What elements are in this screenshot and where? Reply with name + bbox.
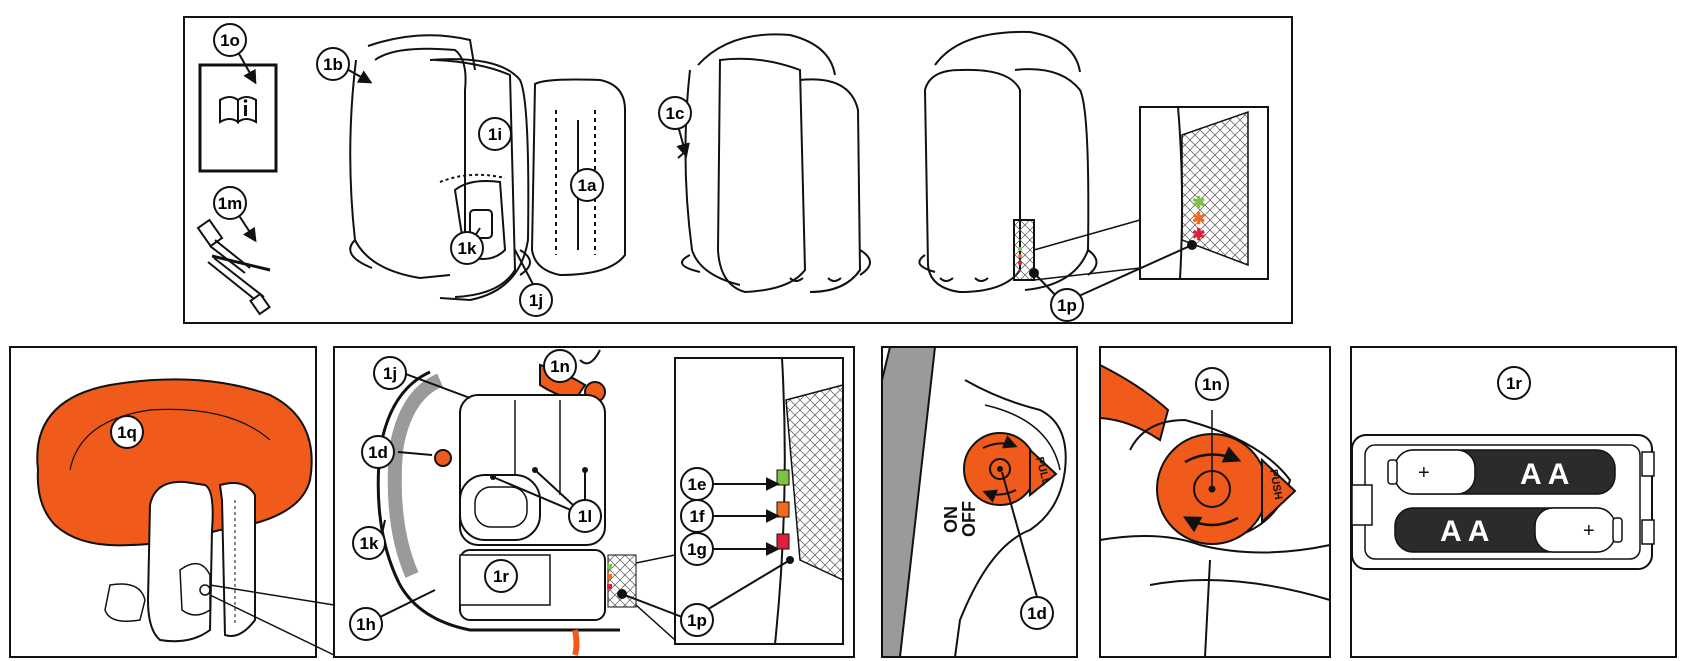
label-1r-system: 1r: [493, 567, 509, 586]
led-star-green: ✱: [1192, 195, 1205, 212]
label-1d-system: 1d: [368, 443, 388, 462]
callouts: [110, 23, 1531, 641]
label-1k: 1k: [360, 534, 379, 553]
label-1a: 1a: [578, 176, 597, 195]
led-zoom-box: [1033, 106, 1269, 281]
label-1h: 1h: [356, 615, 376, 634]
label-1e: 1e: [688, 475, 707, 494]
backpack-closed-illustration: [677, 33, 871, 294]
backpack-back-illustration: [918, 30, 1098, 294]
switch-off-label: OFF: [959, 501, 979, 537]
led-red: [776, 533, 790, 550]
label-1m: 1m: [218, 194, 243, 213]
panel-trigger: [1099, 346, 1331, 658]
battery-top-label: A A: [1520, 458, 1569, 491]
trigger-push-label: PUSH: [1267, 468, 1284, 500]
battery-bottom-plus: +: [1583, 520, 1595, 542]
label-1d: 1d: [1027, 604, 1047, 623]
switch-on-label: ON: [941, 506, 961, 533]
label-1o: 1o: [220, 31, 240, 50]
led-dot-orange: [1018, 254, 1022, 258]
label-1b: 1b: [323, 55, 343, 74]
label-1n: 1n: [1202, 375, 1222, 394]
airbag-illustration: [36, 378, 335, 656]
label-1i: 1i: [488, 125, 502, 144]
led-dot-green: [1018, 247, 1022, 251]
label-1f: 1f: [689, 507, 704, 526]
label-1c: 1c: [666, 104, 685, 123]
panel-airbag: [9, 346, 317, 658]
backpack-open-illustration: [349, 34, 626, 302]
on-off-switch-illustration: [881, 346, 1067, 658]
trigger-illustration: [1099, 363, 1331, 658]
led-orange: [776, 501, 790, 518]
label-1g: 1g: [687, 540, 707, 559]
label-1q: 1q: [117, 423, 137, 442]
top-panel: [183, 16, 1293, 324]
label-1k-top: 1k: [458, 239, 477, 258]
led-star-red: ✱: [1192, 227, 1205, 244]
led-zoom-panel: [617, 357, 844, 645]
label-1r: 1r: [1506, 374, 1522, 393]
label-1p: 1p: [687, 611, 707, 630]
label-1j: 1j: [383, 364, 397, 383]
airbag-system-illustration: [376, 349, 637, 656]
label-1n-system: 1n: [550, 357, 570, 376]
label-1l: 1l: [578, 507, 592, 526]
usb-cable-icon: [196, 218, 271, 316]
led-star-orange: ✱: [1192, 211, 1205, 228]
book-info-icon: [198, 63, 278, 173]
battery-holder-illustration: [1351, 434, 1655, 570]
battery-bottom-label: A A: [1440, 515, 1489, 548]
led-dot-red: [1018, 261, 1022, 265]
battery-top-plus: +: [1418, 462, 1430, 484]
label-1j-top: 1j: [529, 291, 543, 310]
led-green: [776, 469, 790, 486]
panel-system: [333, 346, 855, 658]
label-1p-top: 1p: [1057, 296, 1077, 315]
